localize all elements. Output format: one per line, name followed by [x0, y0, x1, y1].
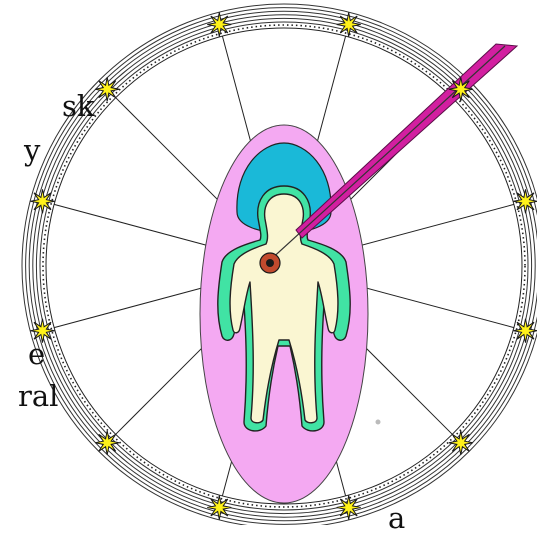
text-fragment-2: y — [24, 136, 40, 165]
text-fragment-4: ral — [18, 382, 58, 411]
star-7 — [337, 496, 361, 520]
star-4 — [514, 189, 537, 213]
star-12 — [95, 77, 119, 101]
star-11 — [31, 189, 55, 213]
text-fragment-5: a — [388, 504, 405, 533]
star-3 — [449, 77, 473, 101]
star-8 — [207, 496, 231, 520]
heart-chakra — [260, 253, 280, 273]
text-fragment-3: e — [28, 340, 45, 369]
spoke-4 — [342, 204, 514, 250]
star-9 — [95, 431, 119, 455]
spoke-11 — [54, 204, 226, 250]
heart-chakra-center — [266, 259, 274, 267]
text-fragment-1: sk — [62, 92, 94, 121]
dot-mark — [376, 420, 381, 425]
star-5 — [514, 319, 537, 343]
star-2 — [337, 13, 361, 37]
star-6 — [449, 431, 473, 455]
beam-band — [296, 44, 517, 238]
star-1 — [207, 13, 231, 37]
